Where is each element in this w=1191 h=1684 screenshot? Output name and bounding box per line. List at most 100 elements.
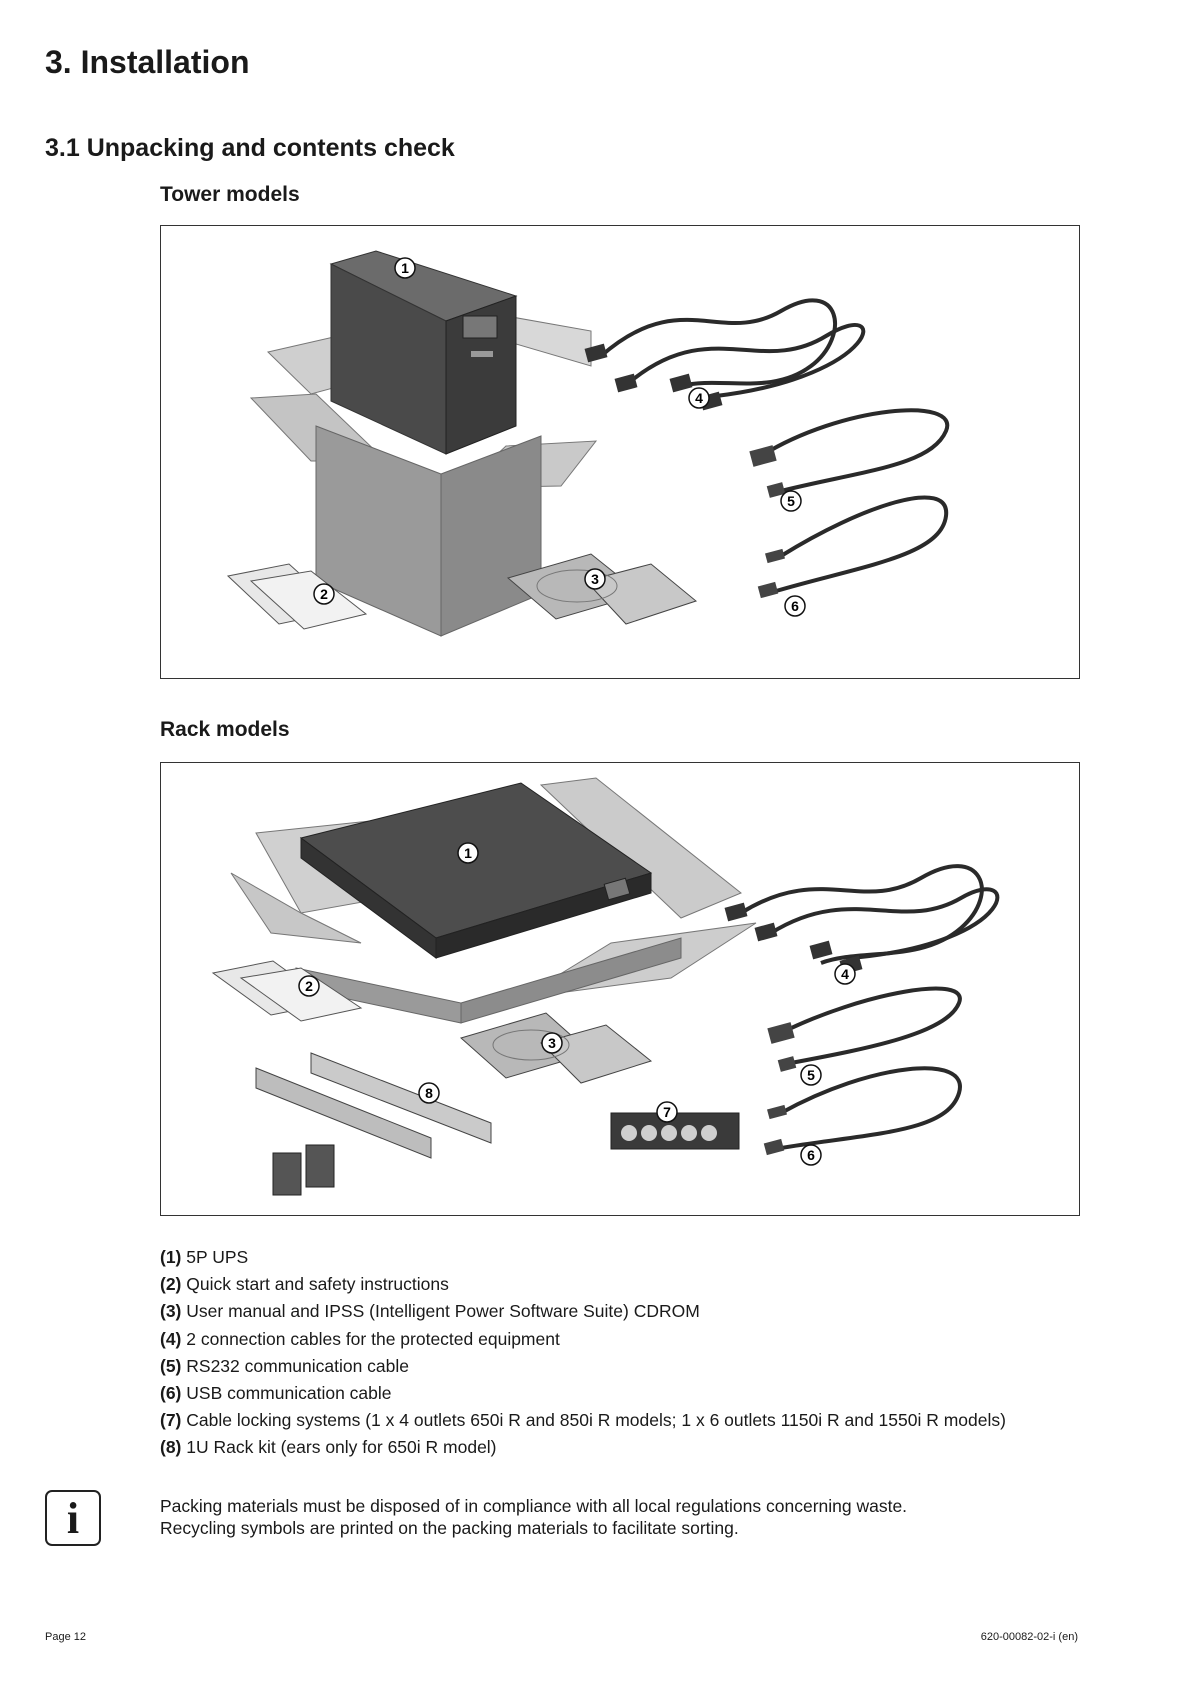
svg-text:5: 5 [807, 1067, 815, 1083]
cable-lock-outlets [621, 1125, 717, 1141]
contents-list: (1) 5P UPS (2) Quick start and safety in… [160, 1244, 1006, 1462]
power-plug [669, 373, 693, 393]
cd-case [540, 1024, 653, 1084]
item-number: (4) [160, 1328, 182, 1349]
power-plug [809, 940, 833, 960]
list-item: (5) RS232 communication cable [160, 1353, 1006, 1380]
rack-contents-illustration: 1 2 3 4 5 6 7 8 [211, 777, 1000, 1196]
rack-callout-6: 6 [800, 1144, 822, 1166]
svg-text:6: 6 [807, 1147, 815, 1163]
item-text: USB communication cable [186, 1383, 392, 1404]
rs232-cable [780, 986, 962, 1065]
page-heading: 3. Installation [45, 44, 250, 80]
svg-text:3: 3 [591, 571, 599, 587]
item-text: 5P UPS [186, 1247, 249, 1267]
svg-text:4: 4 [841, 966, 849, 982]
svg-text:6: 6 [791, 598, 799, 614]
list-item: (6) USB communication cable [160, 1380, 1006, 1407]
rack-models-title: Rack models [160, 718, 290, 741]
tower-callout-6: 6 [784, 595, 806, 617]
item-number: (8) [160, 1437, 182, 1458]
list-item: (8) 1U Rack kit (ears only for 650i R mo… [160, 1434, 1006, 1461]
rack-rail [255, 1067, 432, 1159]
power-plug [584, 343, 608, 363]
item-number: (2) [160, 1274, 182, 1295]
tower-callout-5: 5 [780, 490, 802, 512]
note-line-1: Packing materials must be disposed of in… [160, 1496, 908, 1516]
ups-front [435, 872, 652, 959]
rack-callout-3: 3 [541, 1032, 563, 1054]
svg-text:3: 3 [548, 1035, 556, 1051]
cd-disc [492, 1029, 570, 1061]
power-cable [739, 864, 984, 965]
rack-ear [305, 1144, 335, 1188]
list-item: (3) User manual and IPSS (Intelligent Po… [160, 1298, 1006, 1325]
rs232-connector [749, 445, 777, 467]
item-number: (6) [160, 1383, 182, 1404]
svg-text:4: 4 [695, 390, 703, 406]
safety-doc [239, 967, 363, 1022]
svg-text:7: 7 [663, 1104, 671, 1120]
item-number: (3) [160, 1301, 182, 1322]
safety-doc [249, 570, 368, 630]
item-text: User manual and IPSS (Intelligent Power … [186, 1301, 700, 1322]
tower-callout-3: 3 [584, 568, 606, 590]
svg-text:1: 1 [464, 845, 472, 861]
list-item: (4) 2 connection cables for the protecte… [160, 1326, 1006, 1353]
svg-text:8: 8 [425, 1085, 433, 1101]
tower-callout-2: 2 [313, 583, 335, 605]
tower-callout-1: 1 [394, 257, 416, 279]
rack-ear [272, 1152, 302, 1196]
power-plug [614, 373, 638, 393]
rack-callout-7: 7 [656, 1101, 678, 1123]
info-note: Packing materials must be disposed of in… [160, 1495, 907, 1539]
rack-callout-5: 5 [800, 1064, 822, 1086]
item-text: 1U Rack kit (ears only for 650i R model) [186, 1437, 497, 1458]
rs232-cable [759, 408, 950, 493]
power-cable [769, 887, 1000, 960]
rack-callout-2: 2 [298, 975, 320, 997]
ups-display [462, 315, 498, 339]
usb-connector [757, 581, 779, 599]
list-item: (7) Cable locking systems (1 x 4 outlets… [160, 1407, 1006, 1434]
svg-text:2: 2 [305, 978, 313, 994]
tower-contents-illustration: 1 2 3 4 5 6 [226, 250, 950, 637]
svg-text:5: 5 [787, 493, 795, 509]
item-number: (1) [160, 1247, 182, 1267]
power-plug [754, 922, 778, 942]
rack-models-figure: 1 2 3 4 5 6 7 8 [160, 762, 1080, 1216]
tower-models-title: Tower models [160, 183, 300, 206]
item-number: (7) [160, 1410, 182, 1431]
usb-connector [765, 548, 785, 564]
item-text: RS232 communication cable [186, 1355, 410, 1376]
box-side [460, 937, 682, 1024]
usb-connector [767, 1104, 787, 1120]
box-side [440, 435, 542, 637]
item-number: (5) [160, 1355, 182, 1376]
svg-text:1: 1 [401, 260, 409, 276]
rs232-connector [767, 1022, 795, 1044]
rs232-connector [766, 482, 786, 498]
tower-models-figure: 1 2 3 4 5 6 [160, 225, 1080, 679]
usb-cable [775, 495, 949, 593]
list-item: (1) 5P UPS [160, 1244, 1006, 1271]
svg-text:2: 2 [320, 586, 328, 602]
power-cable [599, 298, 837, 388]
rack-callout-8: 8 [418, 1082, 440, 1104]
box-flap [230, 872, 362, 944]
rs232-connector [777, 1056, 797, 1072]
rack-callout-1: 1 [457, 842, 479, 864]
ups-logo [471, 351, 493, 357]
note-line-2: Recycling symbols are printed on the pac… [160, 1518, 739, 1538]
document-code: 620-00082-02-i (en) [980, 1631, 1078, 1643]
ups-display [603, 877, 631, 901]
info-icon: i [45, 1490, 101, 1546]
rack-callout-4: 4 [834, 963, 856, 985]
power-plug [724, 902, 748, 922]
page-number: Page 12 [45, 1631, 86, 1643]
item-text: Quick start and safety instructions [186, 1274, 449, 1295]
usb-cable [780, 1066, 962, 1150]
usb-connector [763, 1138, 785, 1156]
cd-disc [536, 569, 618, 603]
tower-callout-4: 4 [688, 387, 710, 409]
